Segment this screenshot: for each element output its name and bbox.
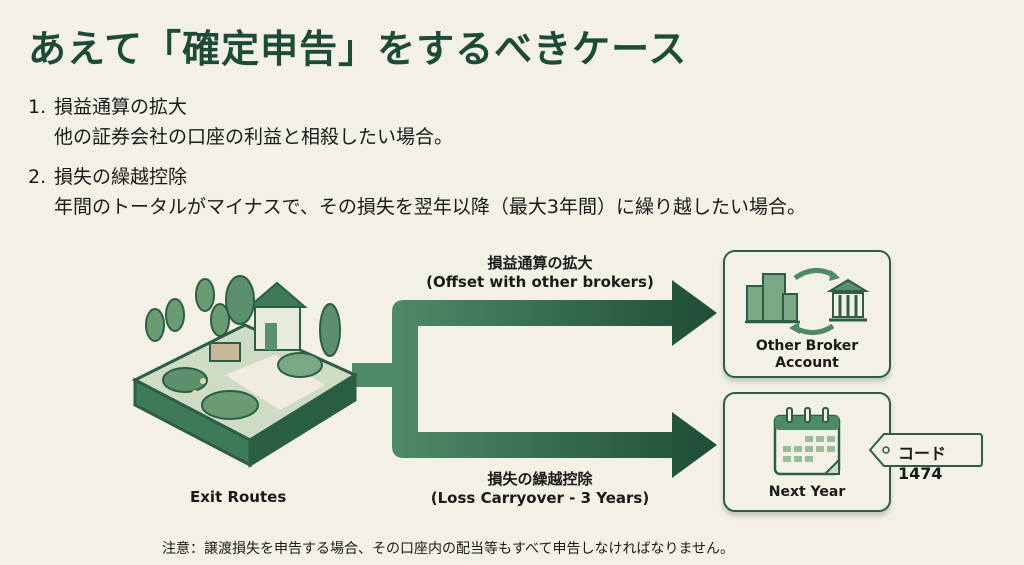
- route-label-ja: 損失の繰越控除: [487, 470, 593, 488]
- source-label: Exit Routes: [190, 488, 287, 506]
- case-list: 1. 損益通算の拡大 他の証券会社の口座の利益と相殺したい場合。 2. 損失の繰越控…: [28, 92, 806, 232]
- tag-shape-icon: [868, 433, 983, 467]
- case-number: 2.: [28, 166, 47, 188]
- route-label-bottom: 損失の繰越控除 (Loss Carryover - 3 Years): [410, 468, 670, 507]
- target-card-other-broker: Other Broker Account: [723, 250, 891, 378]
- garden-icon: [131, 275, 359, 468]
- target-label-line: Account: [775, 355, 839, 371]
- route-label-top: 損益通算の拡大 (Offset with other brokers): [410, 252, 670, 291]
- route-arrow-top: [392, 280, 717, 420]
- route-label-ja: 損益通算の拡大: [487, 254, 593, 272]
- target-card-next-year: Next Year: [723, 392, 891, 512]
- route-arrow-bottom: [392, 330, 717, 478]
- case-item: 1. 損益通算の拡大 他の証券会社の口座の利益と相殺したい場合。: [28, 92, 806, 152]
- code-tag: コード1474: [868, 432, 984, 483]
- case-description: 他の証券会社の口座の利益と相殺したい場合。: [54, 126, 454, 148]
- route-label-en: (Loss Carryover - 3 Years): [430, 489, 650, 507]
- target-card-label: Other Broker Account: [725, 338, 889, 372]
- case-heading: 損益通算の拡大: [54, 96, 188, 118]
- broker-exchange-icon: [745, 268, 870, 335]
- case-heading: 損失の繰越控除: [54, 166, 188, 188]
- connector-stem: [352, 363, 397, 387]
- target-label-line: Other Broker: [755, 338, 859, 354]
- case-number: 1.: [28, 96, 47, 118]
- case-item: 2. 損失の繰越控除 年間のトータルがマイナスで、その損失を翌年以降（最大3年間）…: [28, 162, 806, 222]
- code-tag-label: コード1474: [898, 444, 947, 483]
- case-description: 年間のトータルがマイナスで、その損失を翌年以降（最大3年間）に繰り越したい場合。: [54, 196, 806, 218]
- target-card-label: Next Year: [768, 484, 846, 500]
- page-title: あえて「確定申告」をするべきケース: [28, 27, 688, 71]
- route-label-en: (Offset with other brokers): [426, 273, 654, 291]
- calendar-icon: [773, 407, 841, 476]
- note-text: 注意：譲渡損失を申告する場合、その口座内の配当等もすべて申告しなければなりません…: [162, 541, 735, 557]
